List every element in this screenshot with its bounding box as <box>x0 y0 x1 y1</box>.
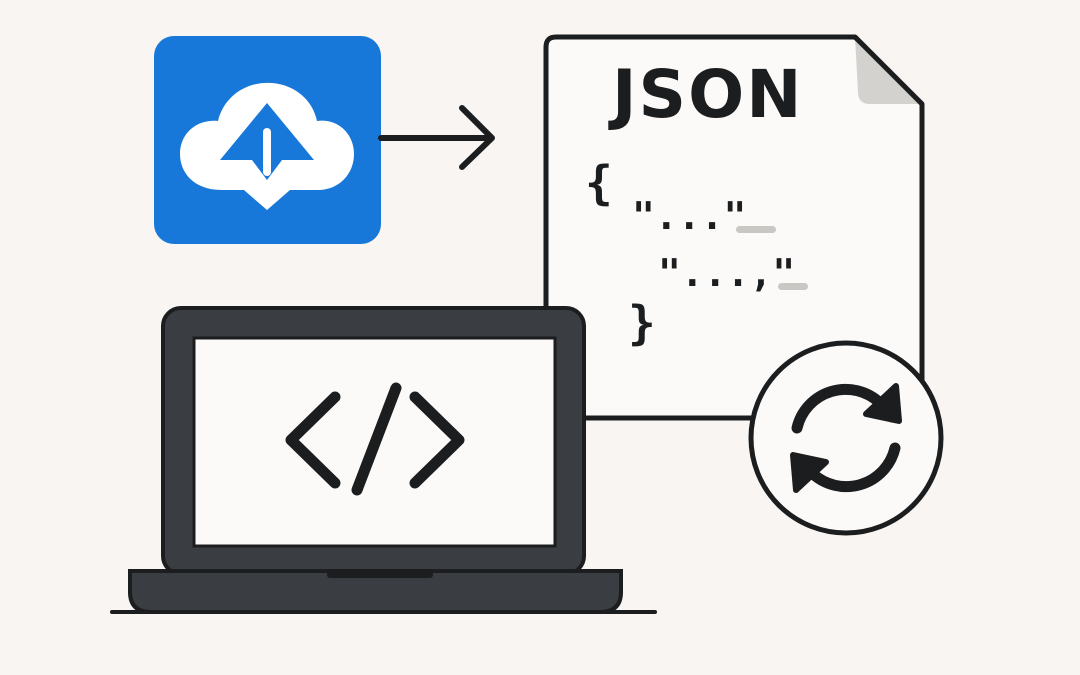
placeholder-dash <box>736 226 776 233</box>
arrow-right-icon <box>378 105 495 170</box>
placeholder-dash <box>778 283 808 290</box>
laptop-icon <box>110 306 657 614</box>
sync-icon <box>748 340 944 536</box>
json-brace-open: { <box>585 156 613 210</box>
json-line-1: "..." <box>632 194 747 238</box>
json-title: JSON <box>612 56 804 133</box>
json-line-2: "...," <box>658 251 796 295</box>
json-brace-close: } <box>628 296 656 350</box>
code-brackets-icon <box>285 382 465 496</box>
cloud-upload-icon <box>154 36 381 244</box>
